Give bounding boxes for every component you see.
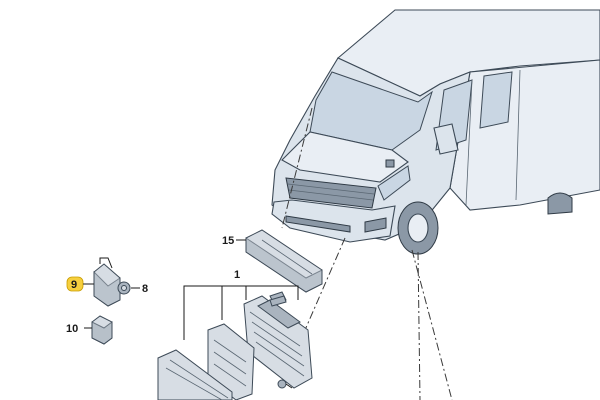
leader-lines: [281, 107, 453, 400]
van-grille: [285, 177, 377, 209]
van-bumper: [271, 199, 396, 243]
callout-1: 1: [234, 269, 240, 281]
van-headlight: [377, 165, 411, 201]
part-8-nut: [117, 281, 140, 295]
part-1-fuse-carrier: [157, 285, 313, 400]
part-10-relay: [84, 315, 113, 345]
van-rear-wheel: [547, 192, 573, 215]
callout-15: 15: [222, 235, 234, 247]
part-15-fuse-cover: [245, 229, 323, 293]
van-rear-window: [479, 71, 513, 129]
van-illustration: [271, 9, 600, 255]
van-windshield: [309, 71, 433, 151]
part-9-relay: [93, 257, 121, 307]
callout-8: 8: [142, 283, 148, 295]
van-mirror: [433, 123, 459, 155]
van-side-panel: [449, 59, 600, 211]
van-hood: [281, 131, 409, 183]
callout-10: 10: [66, 323, 78, 335]
callout-9: 9: [71, 279, 77, 291]
callout-labels: 15 1 9 8 10: [66, 235, 246, 335]
